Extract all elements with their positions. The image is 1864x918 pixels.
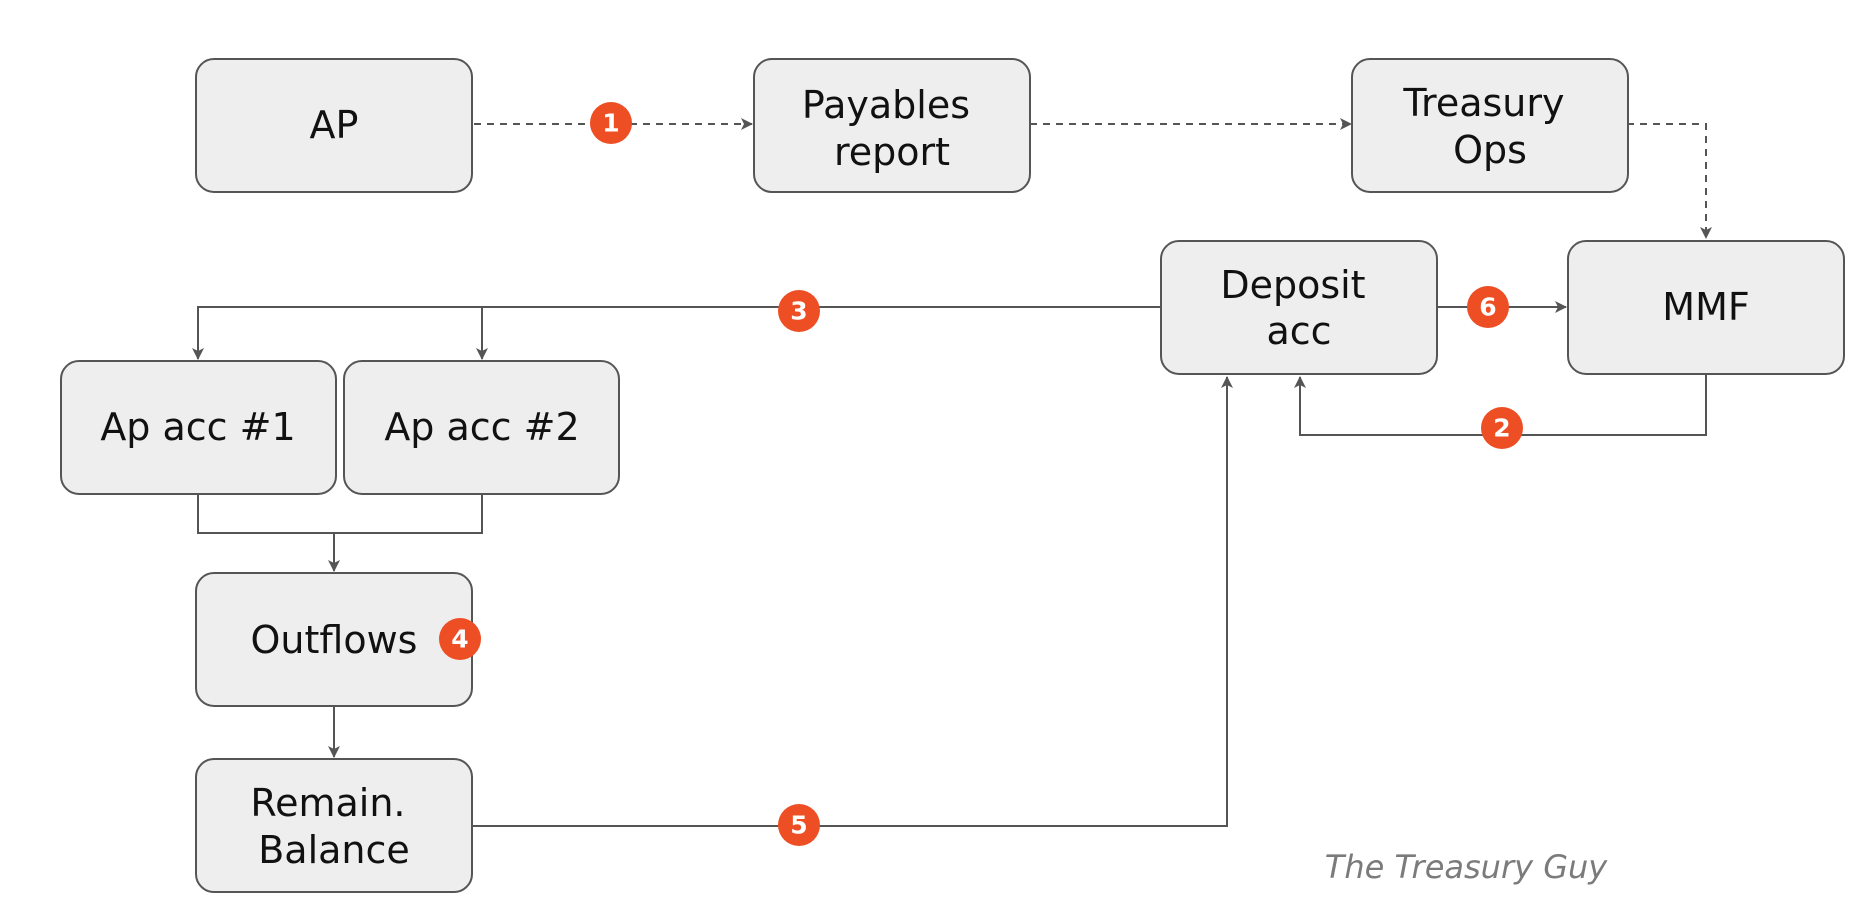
svg-text:Ap acc #1: Ap acc #1: [100, 405, 295, 449]
node-mmf-label: MMF: [1662, 285, 1749, 329]
step-badge-1-number: 1: [602, 109, 619, 138]
node-ap-acc-1: Ap acc #1: [60, 360, 337, 495]
step-badge-2: 2: [1481, 407, 1523, 449]
edge-treasury-ops-to-mmf: [1627, 123, 1712, 239]
node-treasury-ops-label-line-2: Ops: [1453, 128, 1527, 172]
node-deposit-acc-label-line-2: acc: [1266, 309, 1331, 353]
node-treasury-ops: Treasury Ops: [1351, 58, 1629, 193]
svg-text:Deposit acc: Deposit acc: [1220, 263, 1377, 353]
node-deposit-acc-label-line-1: Deposit: [1220, 263, 1365, 307]
node-ap-acc-2-label: Ap acc #2: [384, 405, 579, 449]
step-badge-3: 3: [778, 290, 820, 332]
step-badge-6-number: 6: [1479, 293, 1496, 322]
svg-text:Outflows: Outflows: [251, 618, 418, 662]
node-payables-report-label-line-1: Payables: [802, 83, 970, 127]
svg-text:Remain. Balance: Remain. Balance: [250, 781, 417, 872]
edge-ap-accounts-merge: [197, 494, 483, 534]
node-payables-report: Payables report: [753, 58, 1031, 193]
edges: [192, 118, 1712, 827]
step-badge-1: 1: [590, 102, 632, 144]
node-outflows-label: Outflows: [251, 618, 418, 662]
node-payables-report-label-line-2: report: [834, 130, 950, 174]
node-remain-balance: Remain. Balance: [195, 758, 473, 893]
step-badge-5-number: 5: [790, 811, 807, 840]
svg-text:Ap acc #2: Ap acc #2: [384, 405, 579, 449]
node-deposit-acc: Deposit acc: [1160, 240, 1438, 375]
node-ap-acc-2: Ap acc #2: [343, 360, 620, 495]
svg-text:AP: AP: [310, 103, 359, 147]
svg-text:Treasury Ops: Treasury Ops: [1402, 81, 1576, 172]
step-badge-4: 4: [439, 618, 481, 660]
edge-remain-balance-to-deposit-acc: [472, 376, 1233, 827]
step-badge-2-number: 2: [1493, 414, 1510, 443]
node-remain-balance-label-line-2: Balance: [258, 828, 410, 872]
node-ap-acc-1-label: Ap acc #1: [100, 405, 295, 449]
node-remain-balance-label-line-1: Remain.: [250, 781, 405, 825]
node-mmf: MMF: [1567, 240, 1845, 375]
step-badge-4-number: 4: [451, 625, 468, 654]
step-badge-5: 5: [778, 804, 820, 846]
edge-deposit-acc-to-ap-acc-1: [192, 306, 1160, 360]
step-badge-3-number: 3: [790, 297, 807, 326]
step-badge-6: 6: [1467, 286, 1509, 328]
node-treasury-ops-label-line-1: Treasury: [1402, 81, 1564, 125]
node-ap: AP: [195, 58, 473, 193]
svg-text:Payables report: Payables report: [802, 83, 982, 174]
node-outflows: Outflows: [195, 572, 473, 707]
node-ap-label: AP: [310, 103, 359, 147]
svg-text:MMF: MMF: [1662, 285, 1749, 329]
watermark: The Treasury Guy: [1325, 848, 1609, 886]
